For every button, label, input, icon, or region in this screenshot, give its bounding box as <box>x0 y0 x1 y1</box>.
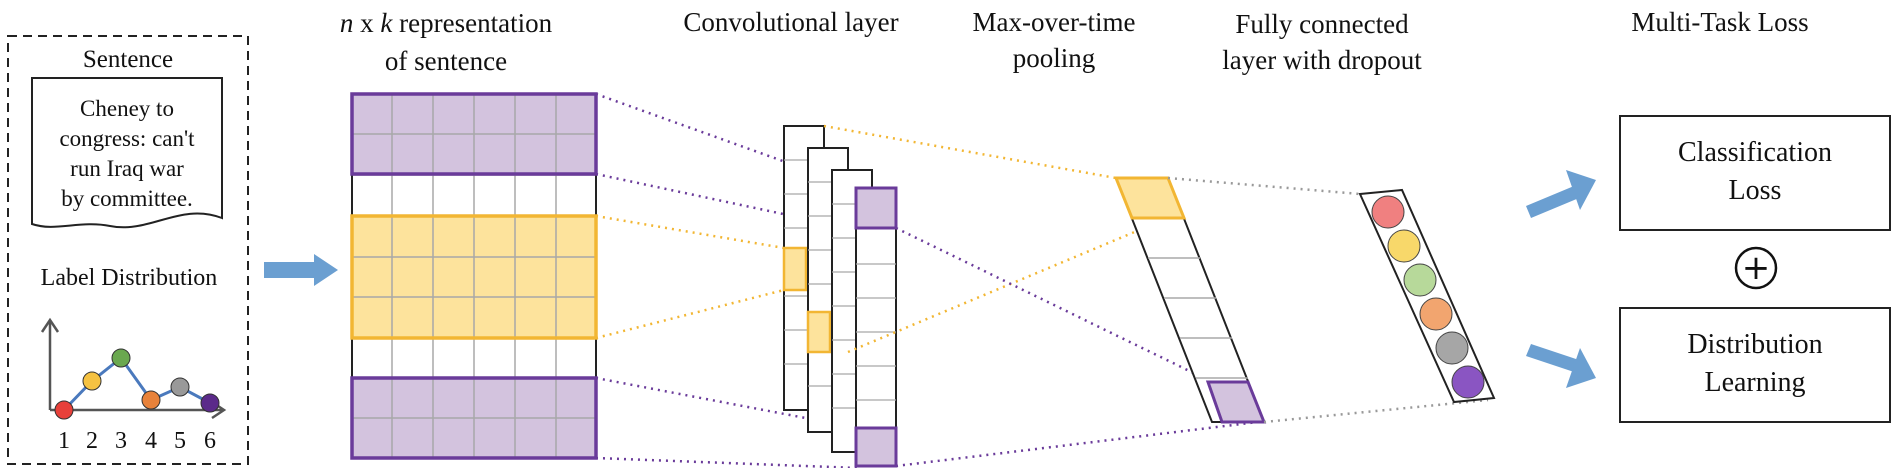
output-circle-3 <box>1403 263 1437 297</box>
matrix-highlight-yellow <box>350 214 598 340</box>
pooled-vector <box>1113 176 1267 424</box>
output-circle-5 <box>1435 331 1469 365</box>
output-circle-6 <box>1451 365 1485 399</box>
conv-feature-maps <box>782 125 898 468</box>
distribution-learning-text: Distribution Learning <box>1620 326 1890 402</box>
pooled-yellow-cell <box>1113 176 1187 220</box>
plus-circle <box>1734 246 1778 290</box>
dot-3 <box>111 348 131 368</box>
input-arrow <box>264 254 338 286</box>
classification-loss-box <box>1619 115 1891 231</box>
matrix-highlight-purple-top <box>350 92 598 176</box>
classification-loss-text: Classification Loss <box>1620 134 1890 210</box>
dot-5 <box>170 377 190 397</box>
feature-map-4-purple-bottom <box>854 426 898 468</box>
feature-map-1-yellow-cell <box>782 246 808 292</box>
conv-layer-label: Convolutional layer <box>683 7 899 37</box>
representation-var-n: n <box>339 8 354 38</box>
sentence-text: Cheney to congress: can't run Iraq war b… <box>32 94 222 214</box>
input-panel-border <box>7 35 249 465</box>
axis-number-2: 2 <box>86 428 98 454</box>
classification-line-1: Classification <box>1678 137 1832 168</box>
distribution-line-2: Learning <box>1704 367 1806 398</box>
representation-word: representation <box>392 8 553 38</box>
dot-2 <box>82 371 102 391</box>
distribution-learning-box <box>1619 307 1891 423</box>
axis-number-5: 5 <box>174 428 186 454</box>
axis-number-3: 3 <box>115 428 127 454</box>
axis-number-1: 1 <box>58 428 70 454</box>
label-distribution-title: Label Distribution <box>40 265 218 291</box>
plus-symbol: + <box>1741 248 1771 288</box>
distribution-line-1: Distribution <box>1687 329 1823 360</box>
feature-map-4-purple-top <box>854 186 898 230</box>
chart-y-arrowhead <box>40 317 60 333</box>
pool-to-fc-connectors <box>1167 176 1489 424</box>
arrow-to-distribution <box>1526 344 1596 388</box>
feature-map-2-yellow-cell <box>806 310 832 354</box>
fc-label-line-1: Fully connected <box>1235 9 1409 39</box>
sentence-matrix <box>350 92 598 460</box>
axis-number-4: 4 <box>145 428 157 454</box>
axis-number-6: 6 <box>204 428 216 454</box>
representation-var-k: k <box>380 8 393 38</box>
dot-1 <box>54 400 74 420</box>
multi-task-loss-title: Multi-Task Loss <box>1631 7 1809 37</box>
conv-to-pool-connectors <box>823 124 1259 468</box>
output-circle-4 <box>1419 297 1453 331</box>
sentence-line-4: by committee. <box>61 186 193 211</box>
sentence-line-1: Cheney to <box>80 96 174 121</box>
fc-label-line-2: layer with dropout <box>1222 45 1422 75</box>
pooling-label-line-2: pooling <box>1012 43 1096 73</box>
sentence-title: Sentence <box>82 46 174 73</box>
sentence-document-shape <box>31 77 223 229</box>
matrix-highlight-purple-bottom <box>350 376 598 460</box>
classification-line-2: Loss <box>1728 175 1782 206</box>
sentence-line-3: run Iraq war <box>70 156 184 181</box>
output-circle-2 <box>1387 229 1421 263</box>
dot-6 <box>200 393 220 413</box>
pooling-label-line-1: Max-over-time <box>972 7 1136 37</box>
feature-map-4 <box>855 187 897 467</box>
arrow-to-classification <box>1526 170 1596 218</box>
dot-4 <box>141 390 161 410</box>
representation-x: x <box>353 8 381 38</box>
representation-line-2: of sentence <box>384 46 508 76</box>
output-circle-1 <box>1371 195 1405 229</box>
sentence-line-2: congress: can't <box>59 126 195 151</box>
label-distribution-chart <box>40 317 227 420</box>
fc-output-column <box>1358 188 1496 404</box>
